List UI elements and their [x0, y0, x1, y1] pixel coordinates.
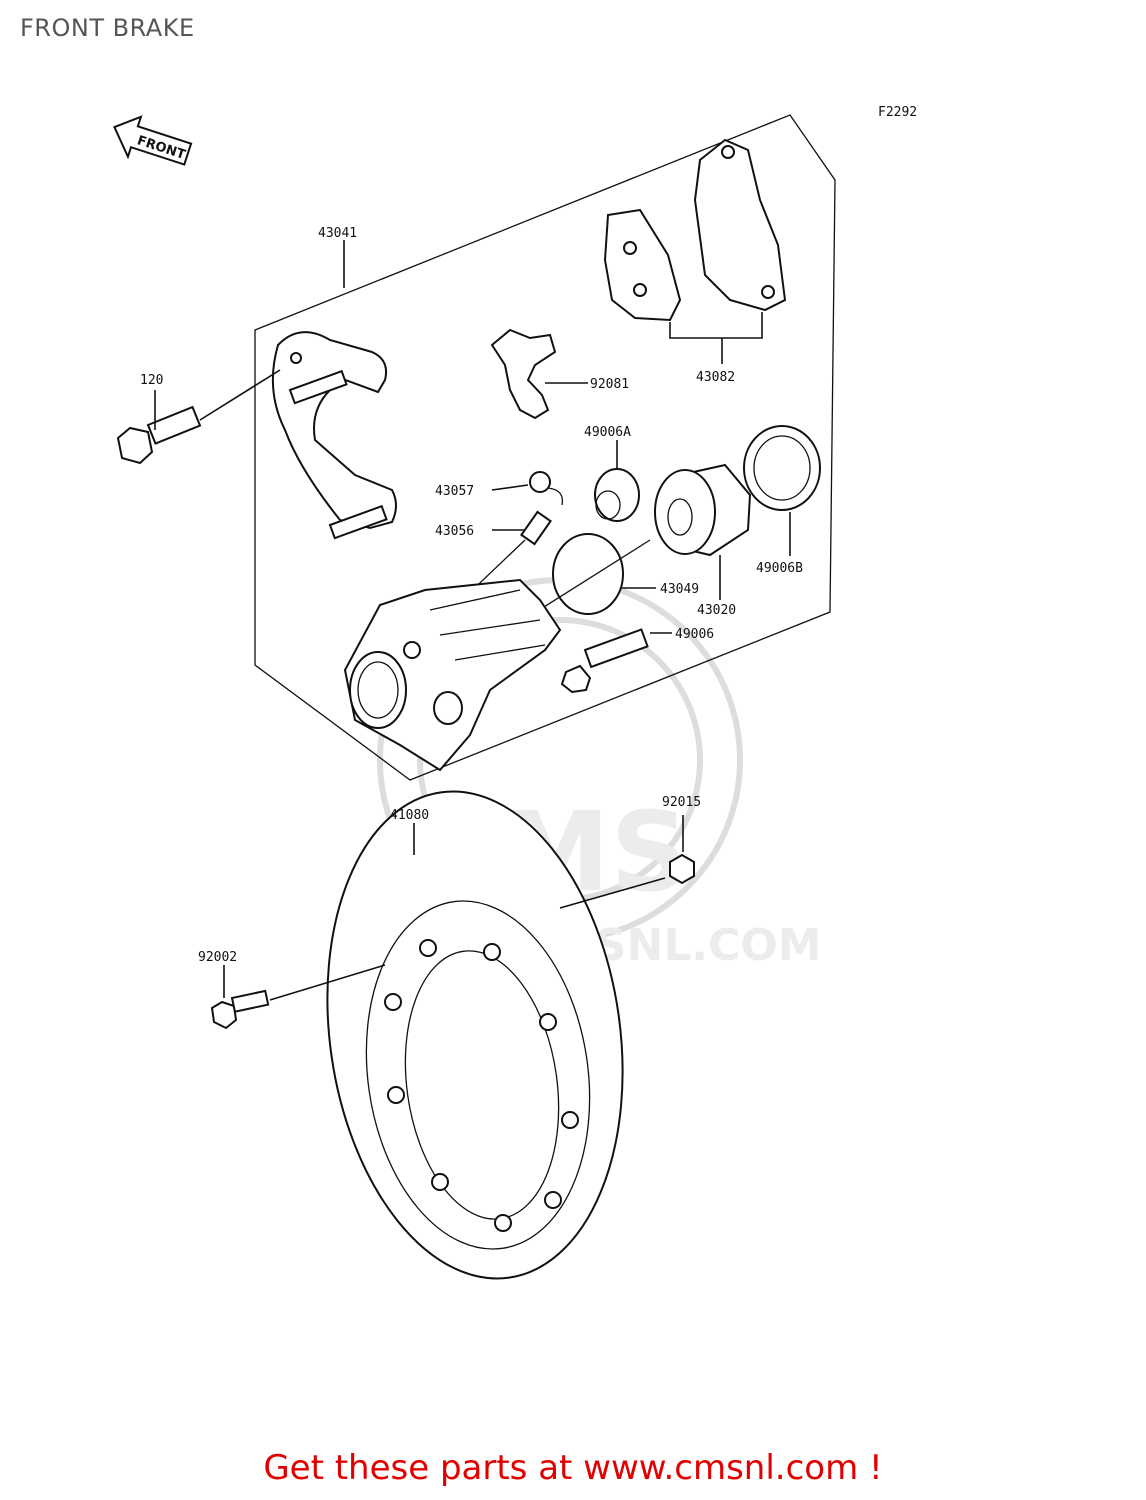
- disc-nut: [669, 853, 695, 885]
- bleeder-cap: [529, 471, 551, 493]
- piston: [654, 463, 752, 557]
- label-92002: 92002: [198, 950, 237, 965]
- front-arrow-icon: FRONT: [113, 115, 193, 166]
- caliper-bracket: [271, 331, 397, 540]
- pad-spring: [490, 328, 557, 420]
- label-43082: 43082: [696, 370, 735, 385]
- label-49006: 49006: [675, 627, 714, 642]
- label-120: 120: [140, 373, 163, 388]
- dust-seal-a: [594, 468, 640, 522]
- label-43057: 43057: [435, 484, 474, 499]
- brake-disc: [326, 790, 624, 1280]
- label-41080: 41080: [390, 808, 429, 823]
- footer-cta-link[interactable]: Get these parts at www.cmsnl.com !: [263, 1448, 883, 1488]
- figure-code: F2292: [878, 105, 917, 120]
- caliper-slide-bolt: [560, 628, 649, 694]
- label-92015: 92015: [662, 795, 701, 810]
- label-49006B: 49006B: [756, 561, 803, 576]
- bolt-120: [116, 405, 202, 465]
- label-43041: 43041: [318, 226, 357, 241]
- brake-pads: [603, 138, 787, 322]
- page-title: FRONT BRAKE: [20, 14, 195, 42]
- label-43049: 43049: [660, 582, 699, 597]
- disc-bolt: [210, 989, 270, 1030]
- label-43056: 43056: [435, 524, 474, 539]
- label-43020: 43020: [697, 603, 736, 618]
- caliper-assembly-outline: [254, 114, 836, 781]
- label-92081: 92081: [590, 377, 629, 392]
- piston-seal-ring: [552, 533, 624, 615]
- caliper-body: [343, 578, 562, 772]
- seal-b: [743, 425, 821, 511]
- bleeder-valve: [520, 510, 552, 546]
- label-49006A: 49006A: [584, 425, 631, 440]
